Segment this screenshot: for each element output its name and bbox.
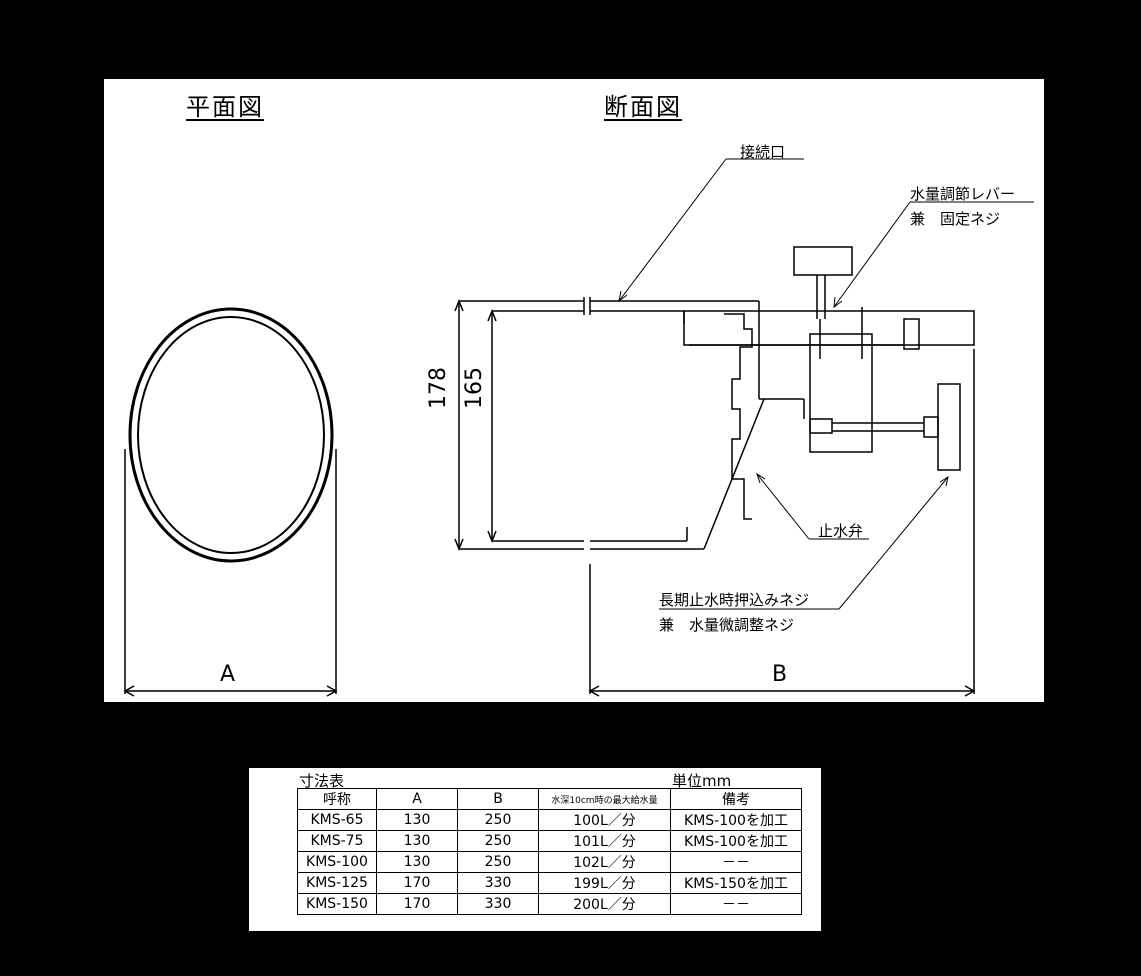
header-cell: 備考 [670, 788, 802, 810]
table-cell: 330 [457, 893, 539, 915]
table-cell: 199L／分 [538, 872, 671, 894]
dimension-label-165: 165 [462, 367, 487, 409]
dimension-table: 呼称 A B 水深10cm時の最大給水量 備考 KMS-65 130 250 1… [297, 788, 802, 915]
plan-view-pipe [123, 307, 338, 697]
table-cell: 250 [457, 830, 539, 852]
table-cell: 250 [457, 851, 539, 873]
table-row: KMS-65 130 250 100L／分 KMS-100を加工 [297, 809, 802, 831]
header-cell: 呼称 [297, 788, 377, 810]
table-cell: 170 [376, 872, 458, 894]
table-cell: KMS-65 [297, 809, 377, 831]
table-cell: －－ [670, 893, 802, 915]
header-cell: B [457, 788, 539, 810]
table-cell: 130 [376, 851, 458, 873]
plan-view-title: 平面図 [186, 93, 264, 121]
section-view-body [454, 246, 976, 697]
technical-drawing: 平面図 断面図 A B 178 165 接続口 水量調節レバー 兼 固定ネジ 止… [104, 79, 1044, 702]
table-cell: KMS-125 [297, 872, 377, 894]
table-unit: 単位mm [672, 772, 732, 790]
table-cell: 170 [376, 893, 458, 915]
table-row: KMS-75 130 250 101L／分 KMS-100を加工 [297, 830, 802, 852]
table-caption: 寸法表 [299, 772, 345, 790]
table-row: KMS-125 170 330 199L／分 KMS-150を加工 [297, 872, 802, 894]
drawing-linework [123, 158, 1034, 697]
table-cell: 102L／分 [538, 851, 671, 873]
table-cell: KMS-100を加工 [670, 830, 802, 852]
table-cell: KMS-150 [297, 893, 377, 915]
dimension-label-b: B [772, 662, 788, 687]
callout-inlet: 接続口 [740, 143, 786, 161]
table-cell: KMS-150を加工 [670, 872, 802, 894]
section-view-title: 断面図 [604, 93, 682, 121]
dimension-label-178: 178 [426, 367, 451, 409]
table-cell: 200L／分 [538, 893, 671, 915]
table-row: KMS-150 170 330 200L／分 －－ [297, 893, 802, 915]
callout-lever-line2: 兼 固定ネジ [910, 210, 1001, 228]
table-cell: 130 [376, 809, 458, 831]
callout-leaders [618, 158, 1034, 610]
header-cell: 水深10cm時の最大給水量 [538, 788, 671, 810]
table-cell: KMS-75 [297, 830, 377, 852]
table-cell: 330 [457, 872, 539, 894]
table-cell: KMS-100 [297, 851, 377, 873]
callout-screw-line2: 兼 水量微調整ネジ [659, 616, 795, 634]
callout-lever-line1: 水量調節レバー [910, 185, 1016, 203]
dimension-label-a: A [220, 662, 236, 687]
table-row: KMS-100 130 250 102L／分 －－ [297, 851, 802, 873]
dimension-table-panel: 寸法表 単位mm 呼称 A B 水深10cm時の最大給水量 備考 KMS-65 … [249, 768, 821, 931]
table-cell: －－ [670, 851, 802, 873]
callout-stop-valve: 止水弁 [818, 522, 864, 540]
table-cell: 101L／分 [538, 830, 671, 852]
table-header-row: 呼称 A B 水深10cm時の最大給水量 備考 [297, 788, 802, 810]
table-cell: 100L／分 [538, 809, 671, 831]
table-cell: 130 [376, 830, 458, 852]
table-cell: KMS-100を加工 [670, 809, 802, 831]
callout-screw-line1: 長期止水時押込みネジ [659, 591, 810, 609]
table-cell: 250 [457, 809, 539, 831]
header-cell: A [376, 788, 458, 810]
